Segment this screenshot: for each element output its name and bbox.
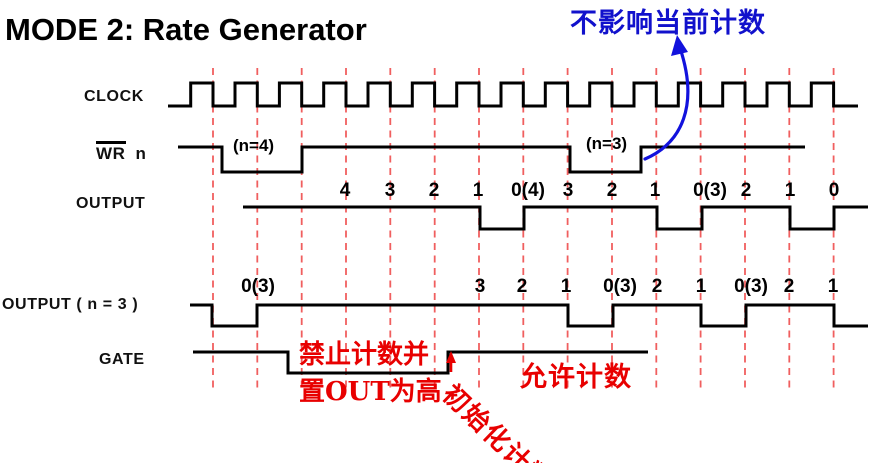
wr-write-value-n3: (n=3) — [586, 134, 628, 153]
wr-waveform — [178, 145, 805, 174]
gate-signal-label: GATE — [99, 351, 145, 368]
disable-count-annotation-line1: 禁止计数并 — [299, 340, 430, 370]
wr-signal-label: WR n — [96, 141, 147, 164]
output-waveform — [243, 205, 868, 231]
clock-edge-gridlines — [212, 68, 835, 391]
wr-count-suffix: n — [135, 144, 147, 163]
page-title: MODE 2: Rate Generator — [5, 12, 367, 47]
no-effect-arrow — [643, 46, 690, 161]
no-effect-annotation: 不影响当前计数 — [570, 8, 766, 39]
output-n3-signal-label: OUTPUT ( n = 3 ) — [2, 296, 139, 313]
wr-write-value-n4: (n=4) — [233, 136, 275, 155]
enable-count-annotation: 允许计数 — [520, 362, 632, 393]
gate-waveform — [193, 350, 648, 375]
output-signal-label: OUTPUT — [76, 195, 146, 212]
gate-trigger-arrow-head — [446, 351, 456, 363]
disable-count-annotation-line2: 置OUT为高 — [299, 377, 442, 407]
wr-overlined-text: WR — [96, 141, 126, 163]
clock-waveform — [168, 81, 858, 108]
output-n3-waveform — [190, 303, 868, 328]
clock-signal-label: CLOCK — [84, 88, 144, 105]
no-effect-arrow-head — [671, 35, 688, 56]
